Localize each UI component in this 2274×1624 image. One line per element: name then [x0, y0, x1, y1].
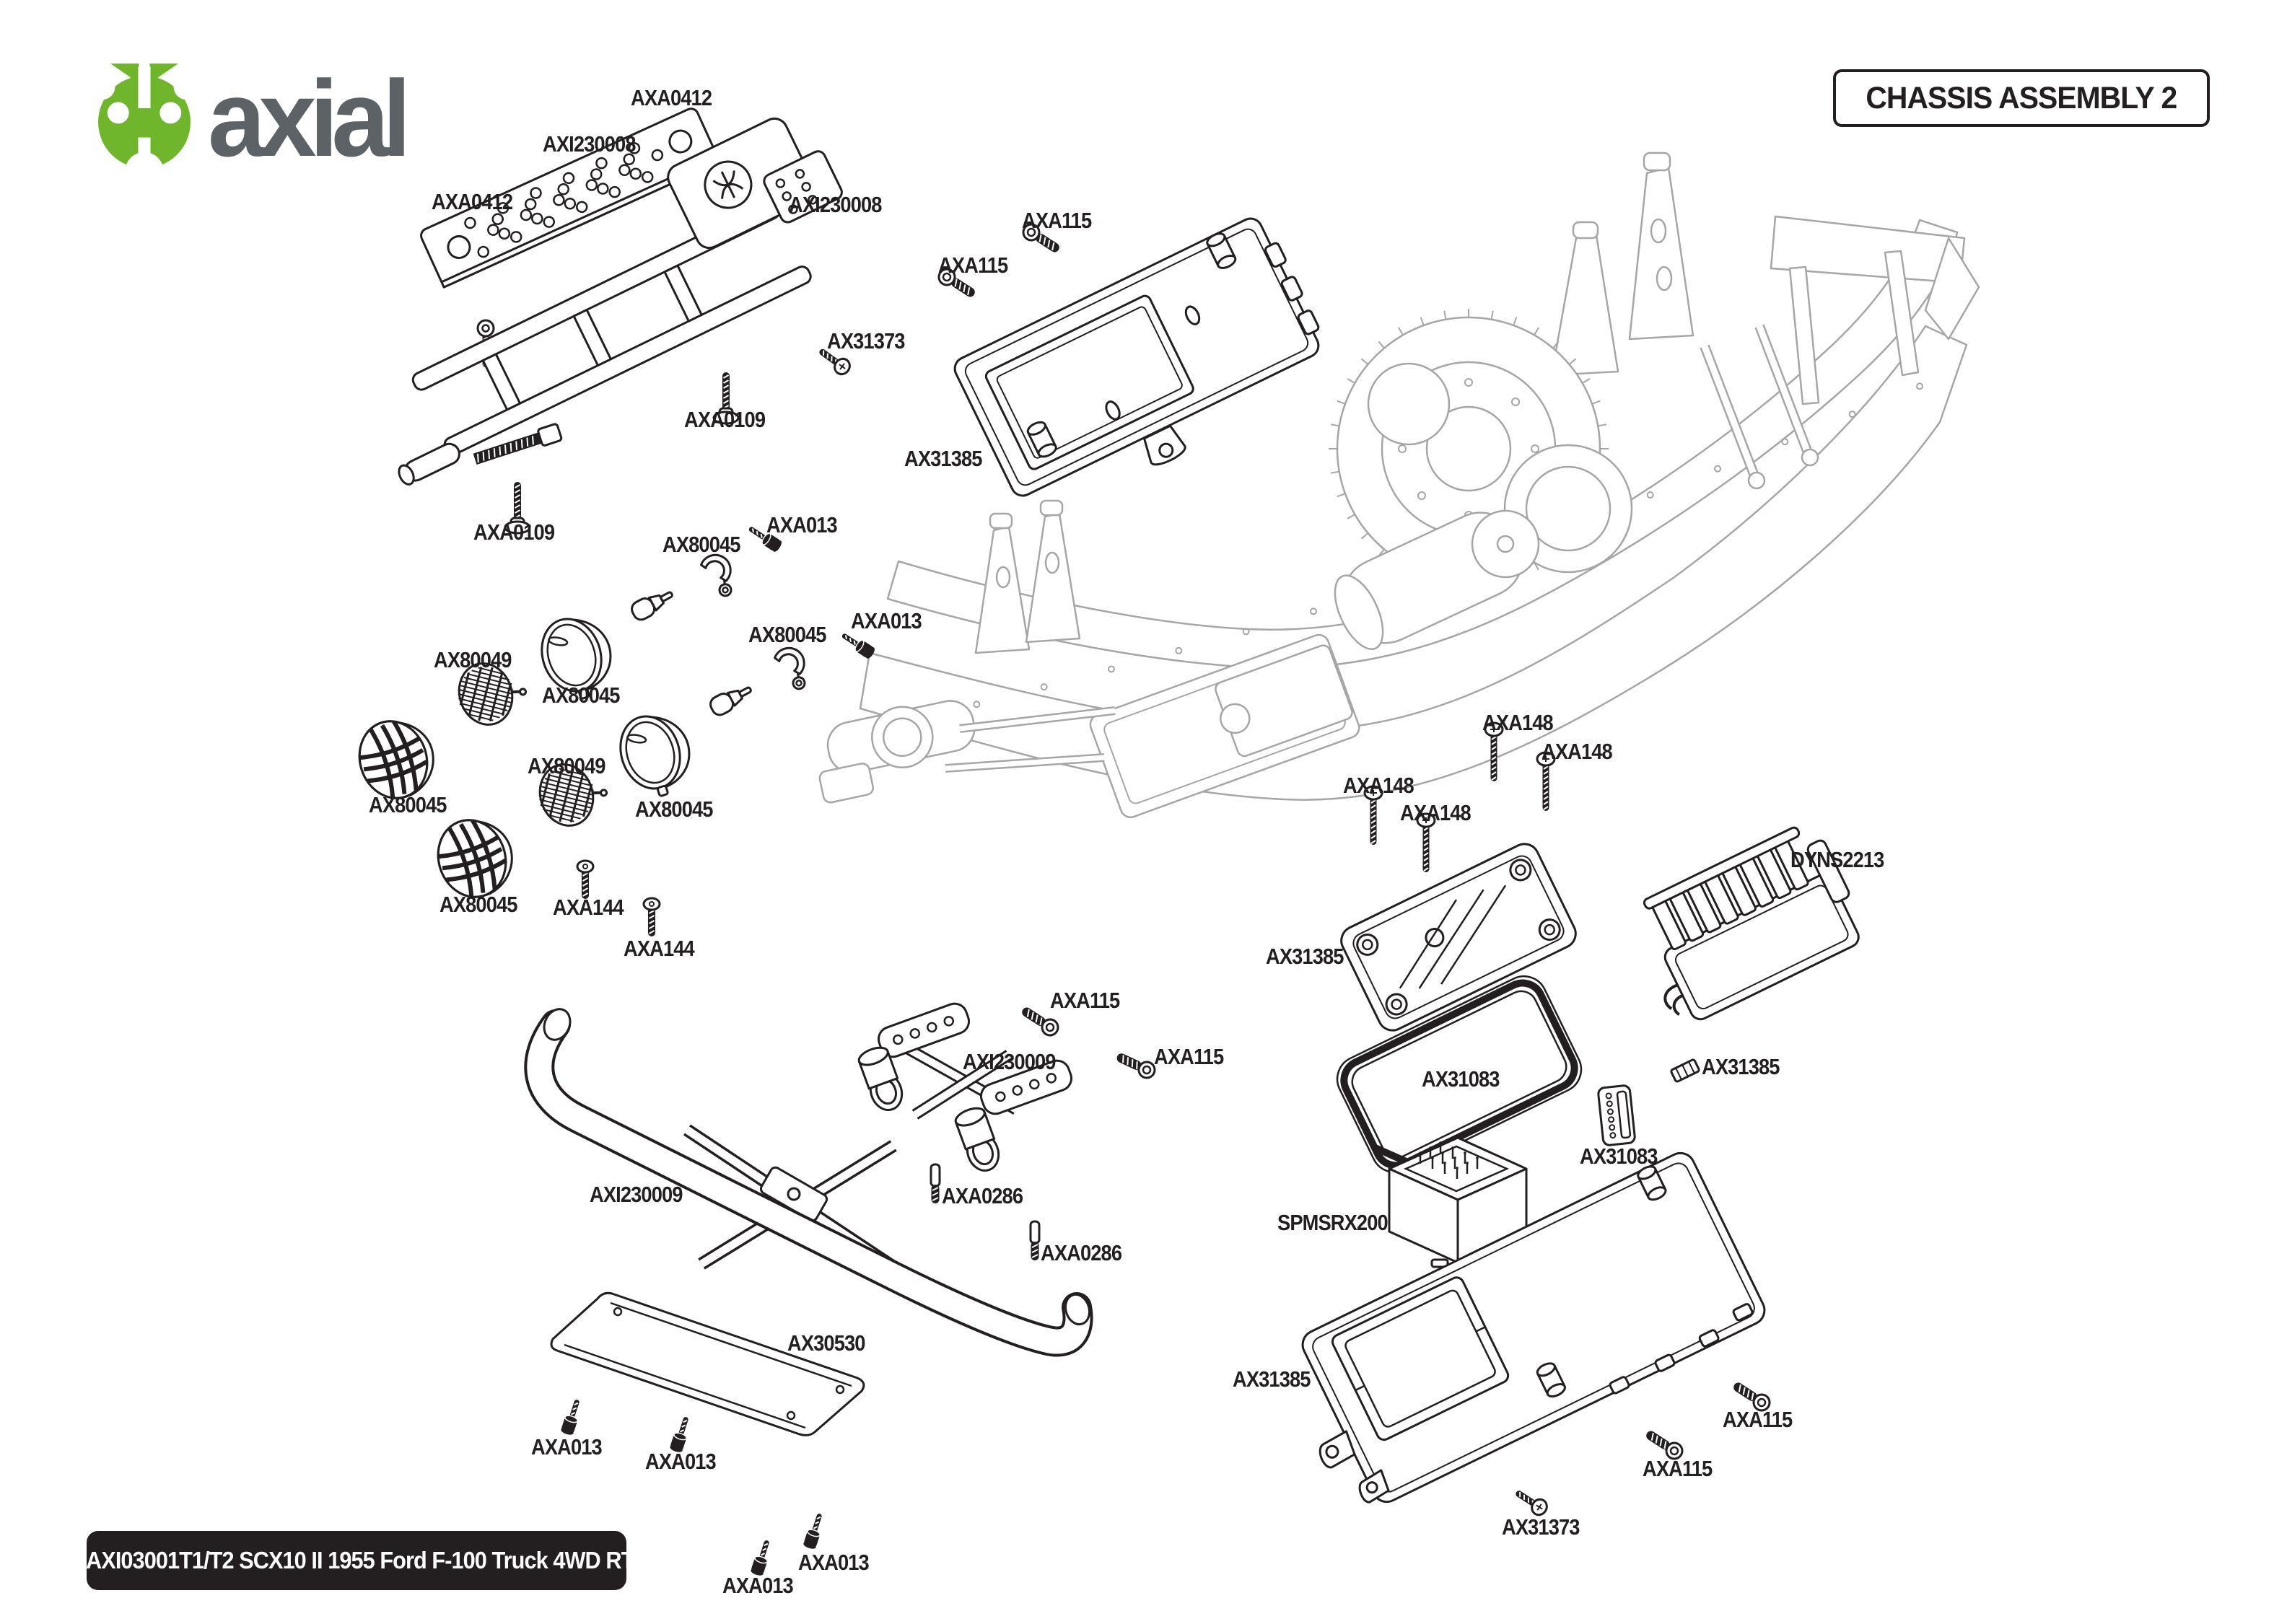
light-grille-drawing — [538, 763, 608, 827]
tread-plate-drawing — [420, 107, 721, 289]
screw-axa148-icon — [1363, 785, 1383, 845]
screw-axa0109-icon — [504, 482, 531, 535]
screw-axa148-icon — [1536, 751, 1556, 811]
screw-axa115-icon — [1646, 1431, 1684, 1460]
sheet-title-box: CHASSIS ASSEMBLY 2 — [1833, 69, 2210, 127]
rolling-chassis-drawing — [818, 152, 1980, 819]
chassis-front-axle-drawing — [818, 700, 976, 804]
kit-code: C-AXI03001T1/T2 SCX10 II 1955 Ford F-100… — [64, 1547, 650, 1573]
battery-tray-drawing — [953, 217, 1320, 497]
screw-axa0286-icon — [930, 1163, 941, 1203]
screw-axa013-icon — [748, 527, 782, 552]
screw-axa013-icon — [803, 1514, 822, 1549]
light-bucket-drawing — [619, 715, 691, 797]
grille-hatch — [538, 768, 595, 822]
tray-ear-drawing — [1319, 1430, 1356, 1469]
screw-axa115-icon — [1733, 1382, 1771, 1412]
screw-axa0109-icon — [712, 372, 740, 425]
chassis-skid-drawing — [1089, 633, 1360, 819]
axial-emblem-icon — [90, 63, 198, 177]
mount-wedge-drawing — [1670, 1058, 1700, 1083]
screw-axa013-icon — [751, 1540, 769, 1576]
wire-clip-drawing — [1597, 1084, 1636, 1146]
gasket-drawing — [1336, 975, 1583, 1174]
bumper-mount-socket-drawing — [954, 1107, 1000, 1172]
screw-ax31373-icon — [819, 348, 851, 376]
light-bulb-drawing — [709, 686, 752, 716]
screw-axa144-icon — [642, 897, 661, 936]
sheet-title: CHASSIS ASSEMBLY 2 — [1866, 80, 2178, 115]
screw-axa115-icon — [1022, 1007, 1059, 1037]
tube-bumper-drawing — [524, 1008, 1093, 1357]
receiver-cavity-drawing — [1331, 1276, 1510, 1441]
flatbed-bracket-drawing — [667, 117, 843, 250]
cage-light-drawing — [437, 819, 513, 898]
light-grille-drawing — [458, 662, 528, 726]
flatbed-stud-drawing — [473, 423, 563, 465]
esc-drawing — [1643, 826, 1860, 1021]
bulb-retainer-clip-drawing — [700, 553, 733, 597]
screw-axa013-icon — [561, 1400, 580, 1435]
light-bulb-drawing — [631, 591, 673, 621]
screw-axa013-icon — [841, 633, 875, 659]
bumper-mount-socket-drawing — [857, 1046, 904, 1111]
axial-wordmark: axial — [208, 58, 411, 179]
tray-ear-drawing — [1358, 1469, 1390, 1504]
bumper-mount-arm-drawing — [877, 1002, 971, 1058]
screw-ax31373-icon — [1516, 1491, 1548, 1517]
bumper-mount-drawing — [857, 1002, 1073, 1172]
screw-axa115-icon — [1022, 223, 1059, 253]
screw-axa148-icon — [1484, 721, 1504, 781]
screw-axa148-icon — [1416, 812, 1436, 872]
screw-axa0286-icon — [1029, 1220, 1041, 1260]
bulb-retainer-clip-drawing — [774, 646, 806, 690]
light-bucket-drawing — [541, 618, 612, 700]
chassis-motor-drawing — [1334, 509, 1540, 650]
axial-logo — [90, 62, 198, 177]
cage-light-drawing — [358, 720, 434, 799]
flatbed-frame-drawing — [398, 117, 843, 486]
screw-axa144-icon — [576, 859, 595, 899]
screw-axa115-icon — [937, 268, 975, 297]
skid-plate-drawing — [550, 1291, 865, 1436]
bottom-tray-drawing — [1301, 1151, 1766, 1504]
grille-hatch — [458, 667, 514, 721]
bumper-mount-arm-drawing — [979, 1059, 1073, 1115]
kit-code-box: C-AXI03001T1/T2 SCX10 II 1955 Ford F-100… — [64, 1531, 650, 1590]
servo-plate-drawing — [1340, 843, 1577, 1032]
receiver-drawing — [1388, 1136, 1528, 1268]
battery-tray-ear-drawing — [1143, 424, 1186, 466]
screw-axa013-icon — [670, 1417, 688, 1452]
screw-axa115-icon — [1116, 1053, 1156, 1079]
